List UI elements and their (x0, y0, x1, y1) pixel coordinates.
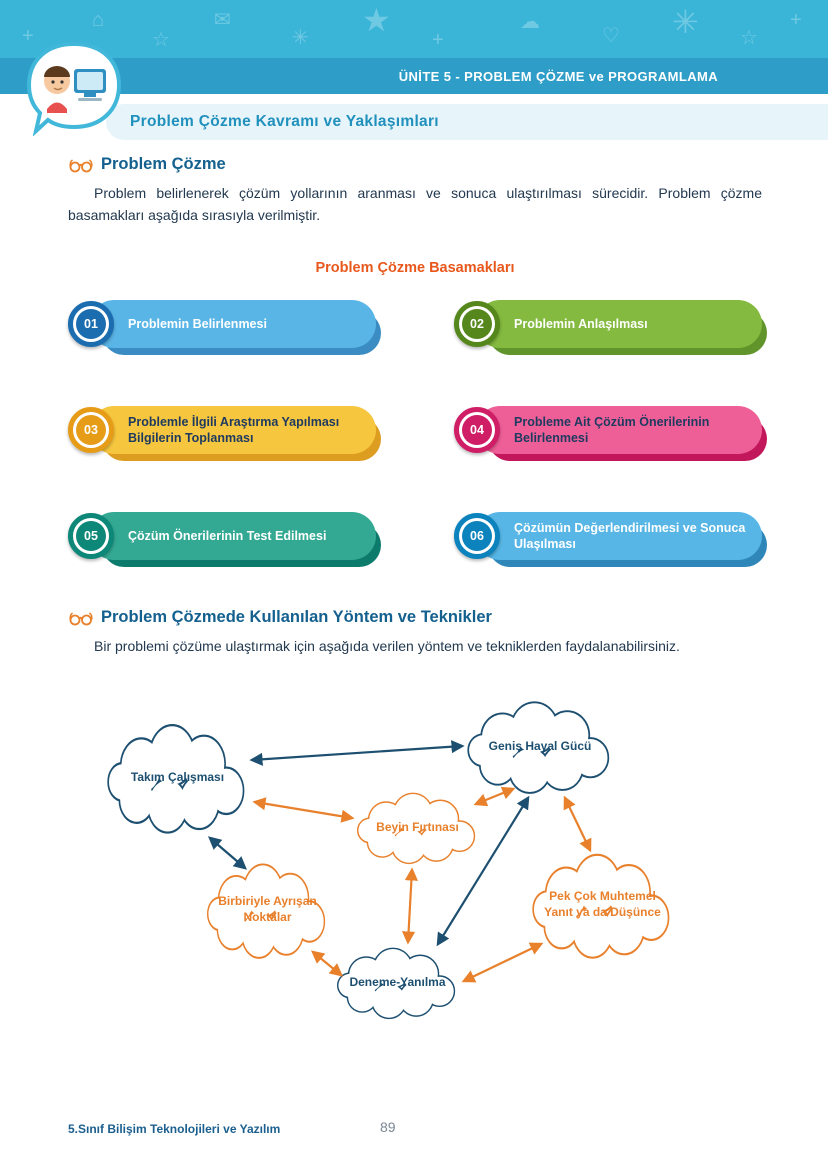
step-2-number-badge: 02 (454, 301, 500, 348)
step-4-number: 04 (462, 415, 492, 446)
doodle-burst-icon: ✳ (292, 27, 309, 49)
step-6-number-badge: 06 (454, 513, 500, 560)
step-5: 05 Çözüm Önerilerinin Test Edilmesi (68, 512, 381, 568)
page-section-title: Problem Çözme Kavramı ve Yaklaşımları (130, 113, 439, 130)
step-3-ribbon: Problemle İlgili Araştırma Yapılması Bil… (90, 406, 376, 455)
unit-title: ÜNİTE 5 - PROBLEM ÇÖZME ve PROGRAMLAMA (398, 68, 718, 84)
doodle-gear-icon: ✳ (672, 4, 699, 40)
step-6: 06 Çözümün Değerlendirilmesi ve Sonuca U… (454, 512, 767, 568)
step-4-ribbon: Probleme Ait Çözüm Önerilerinin Belirlen… (476, 406, 762, 455)
unit-header-bar: ÜNİTE 5 - PROBLEM ÇÖZME ve PROGRAMLAMA (0, 58, 828, 94)
cloud-label: Takım Çalışması (130, 769, 225, 784)
cloud-label: Pek Çok Muhtemel Yanıt ya da Düşünce (544, 889, 661, 920)
cloud-beyin-firtinasi: Beyin Fırtınası (355, 790, 480, 865)
cloud-birbiriyle-ayrisan-noktalar: Birbiriyle Ayrışan Noktalar (205, 860, 330, 960)
cloud-label: Geniş Hayal Gücü (488, 738, 592, 753)
step-4: 04 Probleme Ait Çözüm Önerilerinin Belir… (454, 406, 767, 462)
step-3-label: Problemle İlgili Araştırma Yapılması Bil… (128, 415, 340, 446)
step-1: 01 Problemin Belirlenmesi (68, 300, 381, 356)
cloud-label: Beyin Fırtınası (376, 819, 459, 834)
cloud-genis-hayal-gucu: Geniş Hayal Gücü (465, 698, 615, 795)
glasses-icon (69, 158, 93, 172)
step-4-label: Probleme Ait Çözüm Önerilerinin Belirlen… (514, 415, 710, 446)
doodle-cloud-icon: ☁ (520, 11, 540, 33)
mascot-boy-with-computer-icon (26, 41, 122, 137)
arrow-takim-genis (249, 740, 465, 766)
footer-page-number: 89 (380, 1119, 396, 1135)
section-heading-yontem-teknikler: Problem Çözmede Kullanılan Yöntem ve Tek… (68, 608, 762, 627)
problem-solving-steps: Problem Çözme Basamakları 01 Problemin B… (68, 260, 767, 568)
step-6-label: Çözümün Değerlendirilmesi ve Sonuca Ulaş… (514, 521, 746, 552)
doodle-star-icon: ★ (362, 2, 391, 38)
step-6-ribbon: Çözümün Değerlendirilmesi ve Sonuca Ulaş… (476, 512, 762, 561)
doodle-plus-icon: + (432, 29, 444, 51)
methods-cloud-diagram: Takım Çalışması Geniş Hayal Gücü Beyin F… (68, 690, 762, 1060)
cloud-label: Birbiriyle Ayrışan Noktalar (218, 894, 317, 925)
step-5-label: Çözüm Önerilerinin Test Edilmesi (128, 529, 327, 544)
steps-title: Problem Çözme Basamakları (315, 260, 515, 277)
doodle-plus-icon: + (22, 25, 34, 47)
glasses-icon (69, 612, 93, 626)
step-1-label: Problemin Belirlenmesi (128, 317, 267, 332)
step-3-number: 03 (76, 415, 106, 446)
step-3-number-badge: 03 (68, 407, 114, 454)
step-3: 03 Problemle İlgili Araştırma Yapılması … (68, 406, 381, 462)
section-heading-problem-cozme: Problem Çözme (68, 155, 762, 174)
cloud-pek-cok-muhtemel-yanit: Pek Çok Muhtemel Yanıt ya da Düşünce (530, 850, 675, 960)
doodle-envelope-icon: ✉ (214, 9, 231, 31)
step-5-number: 05 (76, 521, 106, 552)
section1-paragraph: Problem belirlenerek çözüm yollarının ar… (68, 185, 762, 223)
cloud-label: Deneme-Yanılma (349, 974, 446, 989)
section-heading-text: Problem Çözmede Kullanılan Yöntem ve Tek… (101, 608, 492, 627)
step-1-number-badge: 01 (68, 301, 114, 348)
step-1-ribbon: Problemin Belirlenmesi (90, 300, 376, 349)
arrow-genis-pekcok (563, 795, 592, 853)
doodle-star-icon: ☆ (152, 29, 170, 51)
step-6-number: 06 (462, 521, 492, 552)
step-2-label: Problemin Anlaşılması (514, 317, 648, 332)
mascot-character (24, 40, 124, 137)
doodle-plus-icon: + (790, 9, 802, 31)
footer-book-title: 5.Sınıf Bilişim Teknolojileri ve Yazılım (68, 1122, 281, 1136)
section-heading-text: Problem Çözme (101, 155, 226, 173)
section-title-bar: Problem Çözme Kavramı ve Yaklaşımları (106, 104, 828, 140)
steps-grid: 01 Problemin Belirlenmesi 02 Problemin A… (68, 300, 767, 568)
cloud-deneme-yanilma: Deneme-Yanılma (335, 945, 460, 1020)
step-4-number-badge: 04 (454, 407, 500, 454)
page-content: Problem Çözme Problem belirlenerek çözüm… (68, 155, 767, 1060)
step-5-ribbon: Çözüm Önerilerinin Test Edilmesi (90, 512, 376, 561)
step-2: 02 Problemin Anlaşılması (454, 300, 767, 356)
step-2-ribbon: Problemin Anlaşılması (476, 300, 762, 349)
cloud-takim-calismasi: Takım Çalışması (105, 720, 250, 835)
arrow-takim-beyin (252, 797, 355, 823)
decorative-header-band: + ⌂ ☆ ✉ ✳ ★ + ☁ ♡ ✳ ☆ + (0, 0, 828, 58)
doodle-house-icon: ⌂ (92, 9, 105, 31)
doodle-star-icon: ☆ (740, 27, 758, 49)
section2-paragraph: Bir problemi çözüme ulaştırmak için aşağ… (94, 638, 680, 655)
step-1-number: 01 (76, 309, 106, 340)
arrow-beyin-deneme (401, 867, 419, 945)
doodle-heart-icon: ♡ (602, 25, 620, 47)
step-2-number: 02 (462, 309, 492, 340)
step-5-number-badge: 05 (68, 513, 114, 560)
